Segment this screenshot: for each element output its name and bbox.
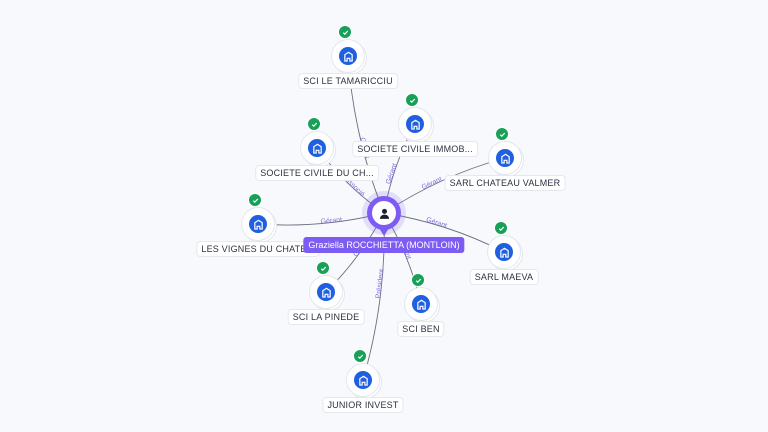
building-icon [339, 47, 357, 65]
company-label: LES VIGNES DU CHATE... [197, 242, 319, 256]
verified-check-icon [338, 25, 352, 39]
company-node[interactable] [332, 25, 364, 72]
company-node[interactable] [347, 349, 379, 396]
company-label: SCI LE TAMARICCIU [299, 74, 397, 88]
company-label: SCI LA PINEDE [288, 310, 364, 324]
company-node[interactable] [489, 127, 521, 174]
company-label: SOCIETE CIVILE IMMOB... [353, 142, 477, 156]
verified-check-icon [307, 117, 321, 131]
edge-label: Gérant [421, 176, 443, 191]
company-label: SOCIETE CIVILE DU CH... [256, 166, 378, 180]
verified-check-icon [248, 193, 262, 207]
company-label: SCI BEN [398, 322, 444, 336]
person-name-label: Graziella ROCCHIETTA (MONTLOIN) [303, 237, 465, 253]
edge-label: Gérant [425, 217, 448, 230]
verified-check-icon [405, 93, 419, 107]
person-node[interactable] [367, 196, 401, 236]
verified-check-icon [494, 221, 508, 235]
building-icon [406, 115, 424, 133]
company-node[interactable] [405, 273, 437, 320]
building-icon [354, 371, 372, 389]
verified-check-icon [411, 273, 425, 287]
building-icon [495, 243, 513, 261]
company-node[interactable] [399, 93, 431, 140]
company-node[interactable] [242, 193, 274, 240]
company-node[interactable] [488, 221, 520, 268]
verified-check-icon [316, 261, 330, 275]
building-icon [496, 149, 514, 167]
company-label: SARL MAEVA [470, 270, 538, 284]
company-label: JUNIOR INVEST [323, 398, 403, 412]
verified-check-icon [353, 349, 367, 363]
verified-check-icon [495, 127, 509, 141]
building-icon [412, 295, 430, 313]
building-icon [308, 139, 326, 157]
building-icon [249, 215, 267, 233]
edge-label: Gérant [320, 217, 342, 226]
edge-label: Président [375, 269, 386, 299]
person-icon [372, 201, 396, 225]
company-node[interactable] [301, 117, 333, 164]
company-label: SARL CHATEAU VALMER [445, 176, 565, 190]
building-icon [317, 283, 335, 301]
edge-label: Gérant [385, 163, 399, 186]
company-node[interactable] [310, 261, 342, 308]
